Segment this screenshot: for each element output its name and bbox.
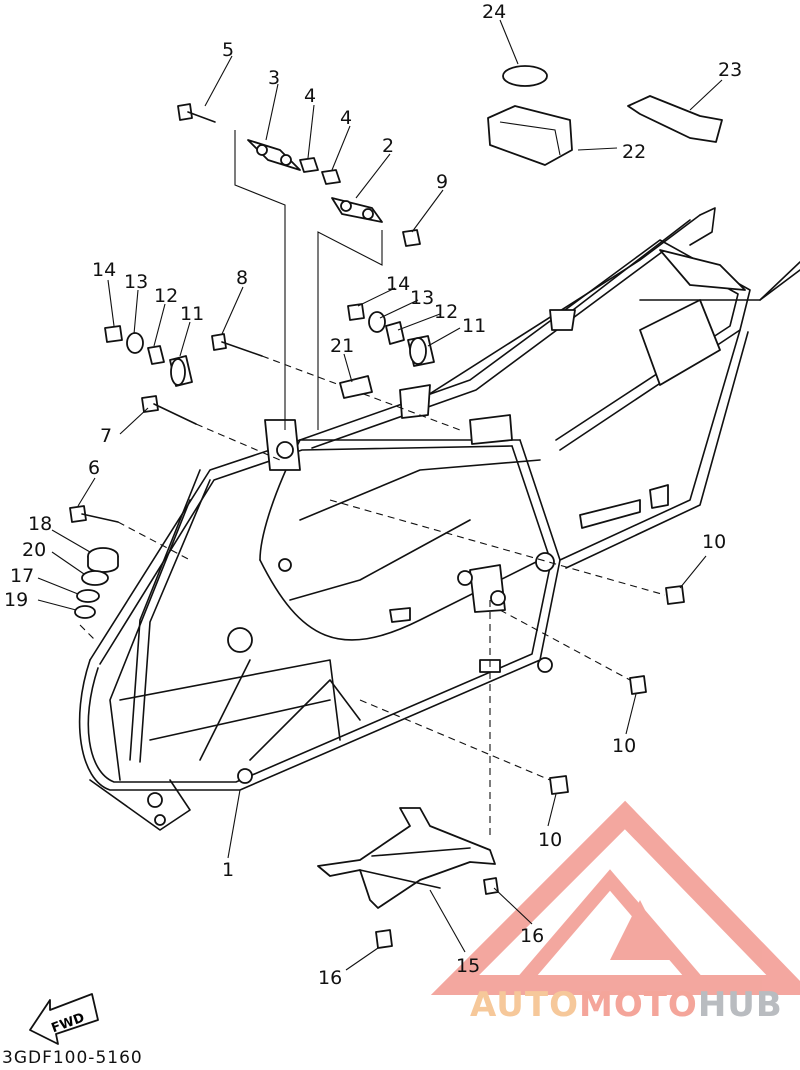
callout-17: 17 xyxy=(10,565,34,587)
nut-4b-icon xyxy=(321,169,341,185)
washer-13b-icon xyxy=(368,311,386,333)
callout-1: 1 xyxy=(222,859,234,881)
bolt-7-icon xyxy=(141,395,281,461)
bolt-14a-icon xyxy=(104,325,123,343)
callout-4a: 4 xyxy=(304,85,316,107)
assembly-guide-line xyxy=(499,609,631,681)
pad-22-icon xyxy=(487,105,573,166)
collar-12a-icon xyxy=(147,345,165,365)
bolt-6-icon xyxy=(69,505,191,561)
bushing-11b-icon xyxy=(407,335,435,367)
watermark-moto: MOTO xyxy=(578,985,698,1025)
shield-23-icon xyxy=(627,95,723,143)
washer-17-icon xyxy=(76,589,100,603)
callout-23: 23 xyxy=(718,59,742,81)
callout-24: 24 xyxy=(482,1,506,23)
diagram-code: 3GDF100-5160 xyxy=(2,1048,143,1068)
watermark-auto: AUTO xyxy=(470,985,579,1025)
nut-4a-icon xyxy=(299,157,319,173)
nut-9-icon xyxy=(402,229,421,247)
callout-9: 9 xyxy=(436,171,448,193)
mount-18-icon xyxy=(87,547,119,573)
callout-labels: 5 3 4 4 2 9 14 13 12 11 8 14 13 12 11 21… xyxy=(4,1,742,989)
skid-bracket-15-icon xyxy=(317,807,496,909)
callout-14a: 14 xyxy=(92,259,116,281)
assembly-guide-line xyxy=(234,130,383,430)
callout-13b: 13 xyxy=(410,287,434,309)
callout-14b: 14 xyxy=(386,273,410,295)
bolt-8-icon xyxy=(211,333,461,431)
fwd-arrow-icon xyxy=(29,993,99,1045)
callout-12b: 12 xyxy=(434,301,458,323)
bracket-3-icon xyxy=(247,139,301,171)
callout-11b: 11 xyxy=(462,315,486,337)
nut-10c-icon xyxy=(549,775,569,795)
watermark-text: AUTOMOTOHUB xyxy=(470,985,783,1025)
bolt-5-icon xyxy=(177,103,216,123)
watermark-hub: HUB xyxy=(697,985,783,1025)
callout-6: 6 xyxy=(88,457,100,479)
callout-16a: 16 xyxy=(520,925,544,947)
leader-lines xyxy=(37,19,723,971)
watermark-logo-icon xyxy=(430,800,800,995)
bolt-14b-icon xyxy=(347,303,365,321)
assembly-guide-line xyxy=(79,624,96,641)
callout-10b: 10 xyxy=(612,735,636,757)
nut-10a-icon xyxy=(665,585,685,605)
nut-10b-icon xyxy=(629,675,647,695)
washer-19-icon xyxy=(74,605,96,619)
bolt-16a-icon xyxy=(483,877,499,895)
callout-3: 3 xyxy=(268,67,280,89)
callout-19: 19 xyxy=(4,589,28,611)
assembly-guide-line xyxy=(359,699,551,781)
callout-11a: 11 xyxy=(180,303,204,325)
damper-20-icon xyxy=(81,570,109,586)
plate-21-icon xyxy=(339,375,373,399)
callout-7: 7 xyxy=(100,425,112,447)
callout-4b: 4 xyxy=(340,107,352,129)
washer-13a-icon xyxy=(126,332,144,354)
frame-assembly xyxy=(78,207,800,831)
collar-12b-icon xyxy=(385,321,405,345)
label-24-icon xyxy=(502,65,548,87)
bushing-11a-icon xyxy=(169,355,193,387)
bolt-16b-icon xyxy=(375,929,393,949)
callout-10c: 10 xyxy=(538,829,562,851)
callout-16b: 16 xyxy=(318,967,342,989)
callout-12a: 12 xyxy=(154,285,178,307)
assembly-guide-line xyxy=(329,499,666,596)
callout-8: 8 xyxy=(236,267,248,289)
callout-20: 20 xyxy=(22,539,46,561)
callout-2: 2 xyxy=(382,135,394,157)
callout-15: 15 xyxy=(456,955,480,977)
bracket-2-icon xyxy=(331,197,383,223)
callout-22: 22 xyxy=(622,141,646,163)
callout-13a: 13 xyxy=(124,271,148,293)
callout-18: 18 xyxy=(28,513,52,535)
callout-21: 21 xyxy=(330,335,354,357)
callout-10a: 10 xyxy=(702,531,726,553)
callout-5: 5 xyxy=(222,39,234,61)
